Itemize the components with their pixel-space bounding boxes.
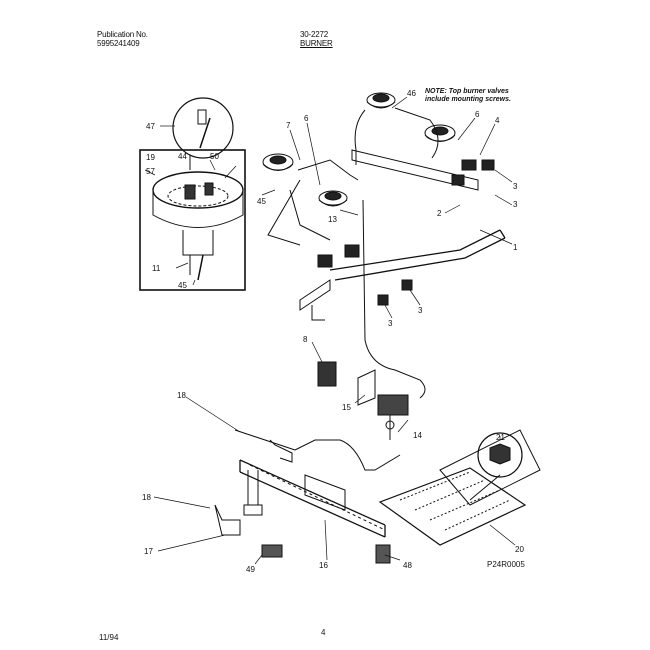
nut-detail-circle: [477, 432, 523, 478]
publication-label: Publication No.: [97, 30, 148, 39]
inset-frame: [139, 149, 246, 291]
burner-valves: [317, 159, 495, 306]
callout-11: 11: [152, 264, 161, 273]
burner-rear-right: [366, 92, 396, 109]
orifice-elbow: [214, 504, 241, 536]
oven-gas-line: [294, 439, 401, 471]
callout-16: 16: [319, 561, 328, 570]
leader-lines: [144, 96, 516, 565]
burner-front-right: [424, 124, 456, 142]
callout-2: 2: [437, 209, 442, 218]
page-number: 4: [321, 628, 326, 637]
manifold-bracket-rear: [351, 149, 479, 191]
oven-burner-tube: [239, 459, 386, 538]
regulator-body: [377, 394, 409, 416]
regulator-feed-tube: [362, 199, 426, 399]
callout-3-left: 3: [388, 319, 393, 328]
callout-18-top: 18: [177, 391, 186, 400]
callout-46: 46: [407, 89, 416, 98]
callout-45: 45: [257, 197, 266, 206]
igniter-part-48: [375, 544, 391, 564]
inset-burner-head: [152, 171, 244, 281]
callout-3-right: 3: [418, 306, 423, 315]
callout-21: 21: [496, 433, 505, 442]
callout-57: 57: [146, 167, 155, 176]
callout-20: 20: [515, 545, 524, 554]
callout-15: 15: [342, 403, 351, 412]
callout-49: 49: [246, 565, 255, 574]
igniter-sensor: [234, 429, 296, 463]
callout-13: 13: [328, 215, 337, 224]
burner-support-plate: [304, 474, 346, 511]
igniter-part-49: [261, 544, 283, 558]
page-title: BURNER: [300, 39, 333, 48]
callout-14: 14: [413, 431, 422, 440]
valve-note: NOTE: Top burner valves include mounting…: [425, 88, 511, 104]
callout-4: 4: [495, 116, 500, 125]
model-block: 30-2272 BURNER: [300, 30, 333, 48]
callout-45-inset: 45: [178, 281, 187, 290]
callout-6-right: 6: [475, 110, 480, 119]
callout-47: 47: [146, 122, 155, 131]
callout-labels: 47 19 44 50 57 11 45 45 7 6 13 46 6 4 3 …: [142, 89, 524, 574]
callout-7: 7: [286, 121, 291, 130]
callout-1: 1: [513, 243, 518, 252]
burner-left-rear: [262, 153, 294, 171]
callout-8: 8: [303, 335, 308, 344]
figure-code: P24R0005: [487, 560, 525, 569]
callout-3-mid: 3: [513, 200, 518, 209]
callout-18-left: 18: [142, 493, 151, 502]
regulator-bracket: [357, 369, 376, 406]
burner-left-front: [318, 190, 348, 207]
publication-block: Publication No. 5995241409: [97, 30, 148, 48]
callout-48: 48: [403, 561, 412, 570]
callout-3-top: 3: [513, 182, 518, 191]
manifold-bracket-left: [299, 279, 331, 321]
note-line-2: include mounting screws.: [425, 96, 511, 103]
side-tube: [267, 179, 301, 246]
callout-44: 44: [178, 152, 187, 161]
oven-baffle: [378, 429, 541, 546]
note-line-1: NOTE: Top burner valves: [425, 88, 509, 95]
front-burner-tube: [394, 107, 439, 159]
left-tube-lower: [289, 189, 331, 241]
rear-burner-tube: [354, 109, 366, 165]
callout-50: 50: [210, 152, 219, 161]
callout-17: 17: [144, 547, 153, 556]
publication-number: 5995241409: [97, 39, 140, 48]
orifice-holder: [243, 470, 263, 516]
manifold-pipe: [329, 229, 506, 281]
model-number: 30-2272: [300, 30, 328, 39]
inset-detail-circle: [172, 97, 234, 159]
callout-6-left: 6: [304, 114, 309, 123]
callout-19: 19: [146, 153, 155, 162]
part-8-block: [317, 361, 337, 387]
footer-date: 11/94: [99, 633, 119, 642]
left-tube-upper: [297, 159, 359, 181]
